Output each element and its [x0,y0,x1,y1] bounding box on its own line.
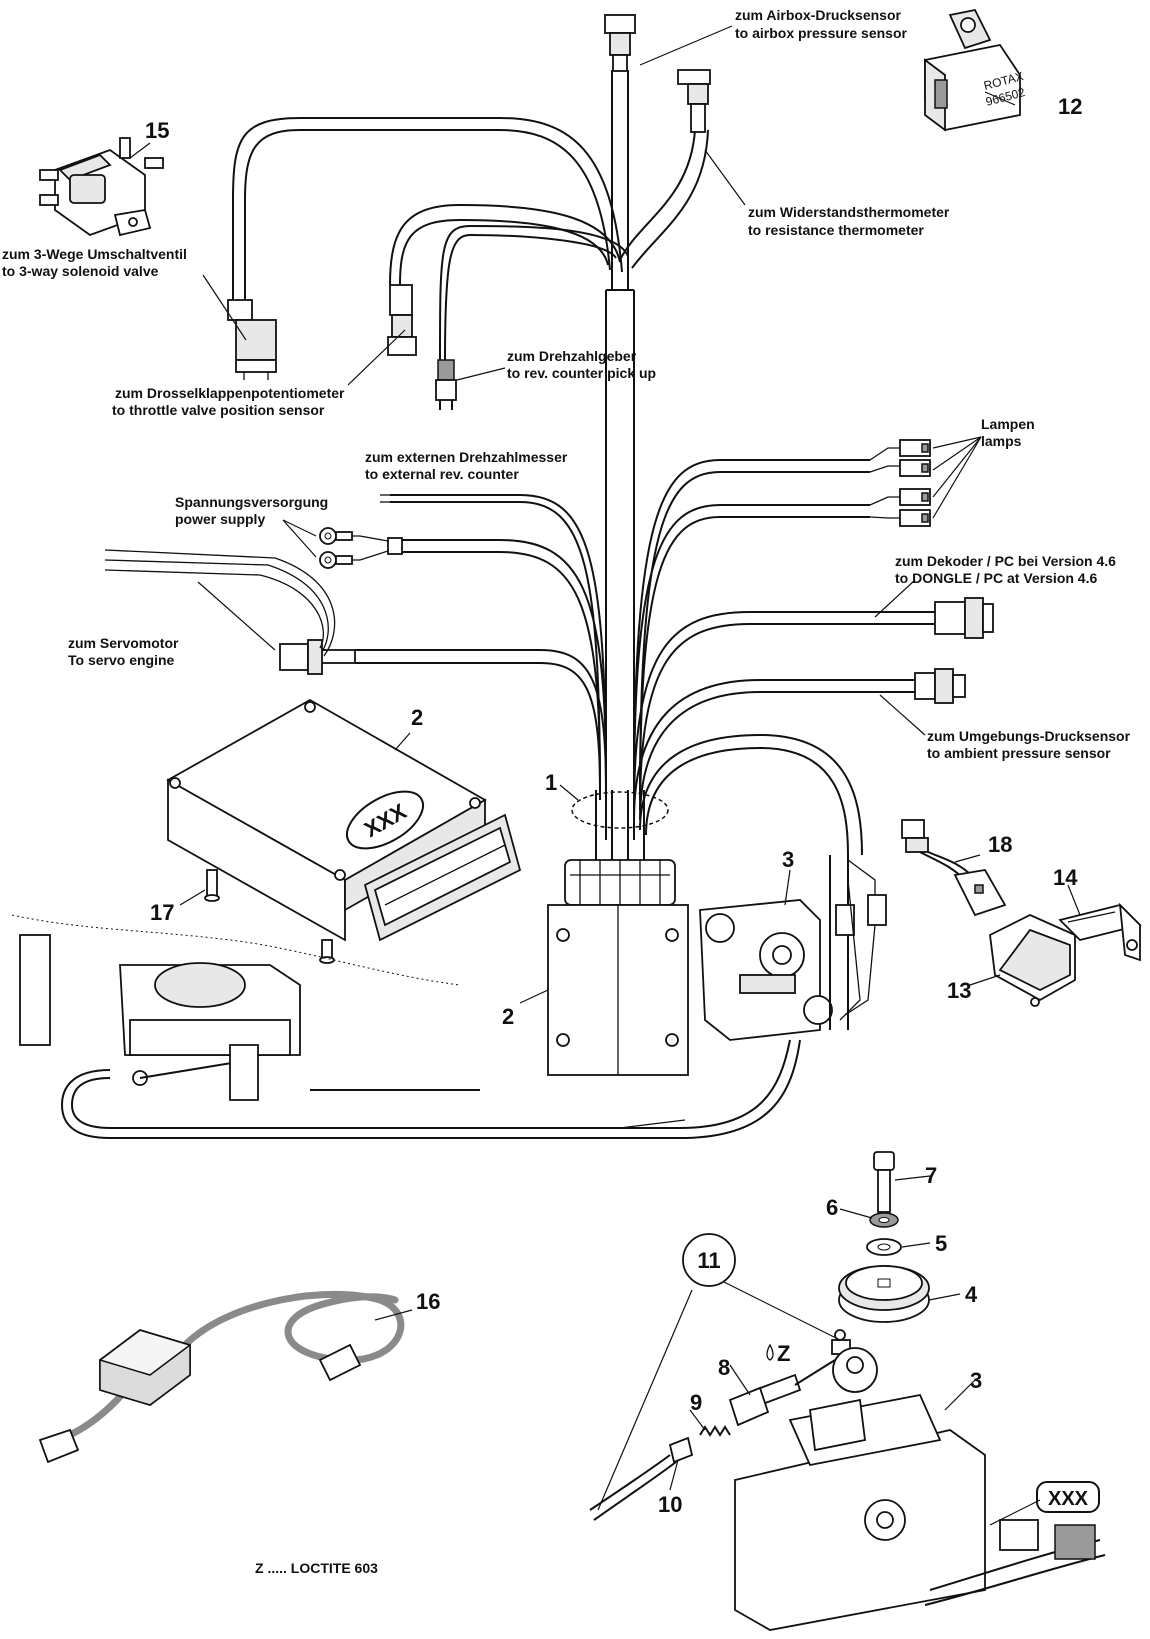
left-branches [355,494,607,801]
label-extrev-de: zum externen Drehzahlmesser [365,449,568,465]
main-harness [232,70,709,840]
label-power-de: Spannungsversorgung [175,494,328,510]
label-dongle-de: zum Dekoder / PC bei Version 4.6 [895,553,1116,569]
label-lamps-en: lamps [981,433,1022,449]
callout-15: 15 [145,118,169,143]
callout-13: 13 [947,978,971,1003]
callout-17: 17 [150,900,174,925]
label-revpickup-en: to rev. counter pick up [507,365,656,381]
ecu-connector-block [547,859,689,1076]
callout-2-ecu: 2 [411,705,423,730]
leader-lines [129,25,1081,1511]
labels: zum Airbox-Drucksensor to airbox pressur… [2,7,1131,1576]
right-branches [633,459,935,856]
rev-pickup-connector [435,359,457,410]
label-revpickup-de: zum Drehzahlgeber [507,348,637,364]
callout-18: 18 [988,832,1012,857]
callouts: 15 12 2 1 3 2 17 18 14 13 16 7 6 5 4 8 9… [145,94,1082,1517]
throttle-connector [387,284,417,356]
label-lamps-de: Lampen [981,416,1035,432]
label-throttle-de: zum Drosselklappenpotentiometer [115,385,345,401]
throttle-cable [70,1039,791,1129]
servo-assembly-exploded: XXX [589,1151,1106,1631]
callout-11-circle [682,1233,736,1287]
airbox-connector [604,14,636,72]
servo-engine-connector [104,549,356,675]
callout-12: 12 [1058,94,1082,119]
power-supply-terminals [319,527,389,569]
callout-3-servo: 3 [782,847,794,872]
label-servo-en: To servo engine [68,652,175,668]
label-throttle-en: to throttle valve position sensor [112,402,325,418]
connector-housing [989,914,1076,1007]
label-extrev-en: to external rev. counter [365,466,519,482]
callout-2-block: 2 [502,1004,514,1029]
solenoid-valve [39,137,164,237]
label-solenoid-en: to 3-way solenoid valve [2,263,159,279]
adapter-cable [901,819,1007,917]
airbox-pressure-sensor: ROTAX 966502 [924,8,1027,132]
throttle-body [11,914,480,1101]
mounting-bracket [1058,902,1142,962]
label-servo-de: zum Servomotor [68,635,179,651]
drop-icon [766,1343,774,1361]
callout-1: 1 [545,770,557,795]
label-airbox-de: zum Airbox-Drucksensor [735,7,902,23]
label-ambient-de: zum Umgebungs-Drucksensor [927,728,1131,744]
callout-10: 10 [658,1492,682,1517]
callout-3-assembly: 3 [970,1368,982,1393]
label-resistance-de: zum Widerstandsthermometer [748,204,950,220]
callout-14: 14 [1053,865,1078,890]
callout-11: 11 [697,1248,720,1273]
dongle-connector [934,597,994,639]
callout-16: 16 [416,1289,440,1314]
harness-bundle-ring [571,790,669,870]
servo-xxx-marking: XXX [1048,1488,1089,1510]
label-resistance-en: to resistance thermometer [748,222,924,238]
callout-8: 8 [718,1355,730,1380]
label-airbox-en: to airbox pressure sensor [735,25,908,41]
callout-6: 6 [826,1195,838,1220]
ecu-box: XXX [166,698,522,964]
callout-4: 4 [965,1282,978,1307]
lamp-connectors [869,439,931,527]
callout-5: 5 [935,1231,947,1256]
loctite-note: Z ..... LOCTITE 603 [255,1560,378,1576]
dongle-device [38,1290,405,1464]
loctite-z-mark: Z [777,1341,790,1366]
solenoid-connector [227,299,277,380]
callout-9: 9 [690,1390,702,1415]
ambient-connector [914,668,966,704]
label-ambient-en: to ambient pressure sensor [927,745,1111,761]
label-dongle-en: to DONGLE / PC at Version 4.6 [895,570,1097,586]
label-solenoid-de: zum 3-Wege Umschaltventil [2,246,187,262]
servo-motor [699,855,887,1041]
callout-7: 7 [925,1163,937,1188]
resistance-thermometer-connector [677,69,711,133]
label-power-en: power supply [175,511,265,527]
